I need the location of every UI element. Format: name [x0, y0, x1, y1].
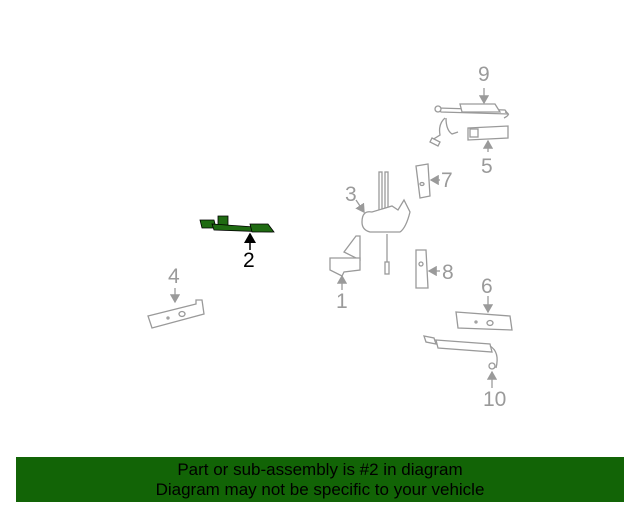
callout-10[interactable]: 10: [483, 388, 507, 411]
banner-line-disclaimer: Diagram may not be specific to your vehi…: [155, 480, 485, 499]
callout-2[interactable]: 2: [243, 249, 255, 272]
callout-4[interactable]: 4: [168, 265, 180, 288]
part-10-cable[interactable]: [423, 335, 498, 388]
part-1-bracket[interactable]: [329, 235, 361, 290]
callout-3[interactable]: 3: [345, 183, 357, 206]
callout-9[interactable]: 9: [478, 63, 490, 86]
part-8-connector[interactable]: [415, 249, 440, 289]
callout-8[interactable]: 8: [442, 261, 454, 284]
part-3-shifter-housing[interactable]: [355, 171, 411, 275]
part-2-wiring-harness[interactable]: [199, 215, 275, 250]
part-5-bracket[interactable]: [467, 125, 509, 152]
part-9-cable-assembly[interactable]: [429, 88, 510, 147]
part-6-bracket[interactable]: [455, 296, 513, 331]
part-4-bracket[interactable]: [147, 288, 205, 329]
callout-5[interactable]: 5: [481, 155, 493, 178]
part-7-clip[interactable]: [415, 163, 440, 199]
banner-line-part: Part or sub-assembly is #2 in diagram: [177, 460, 463, 479]
callout-7[interactable]: 7: [441, 169, 453, 192]
part-info-banner: Part or sub-assembly is #2 in diagram Di…: [16, 457, 624, 502]
callout-1[interactable]: 1: [336, 290, 348, 313]
callout-6[interactable]: 6: [481, 275, 493, 298]
